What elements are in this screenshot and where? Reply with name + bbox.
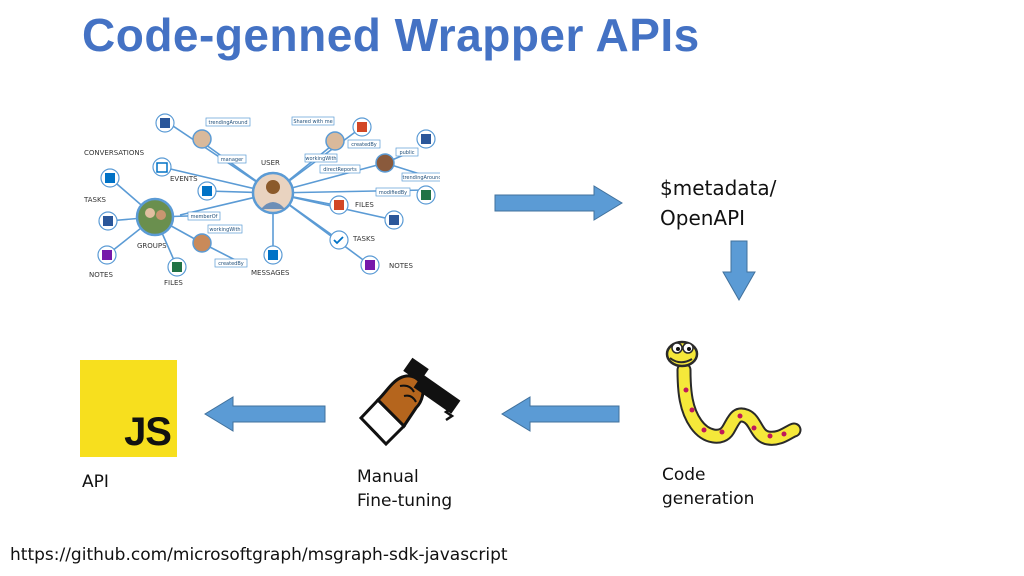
- edge-label-workingwith-2: workingWith: [209, 227, 240, 233]
- api-label: API: [82, 472, 109, 492]
- calendar-icon: [152, 157, 217, 201]
- node-label-user: USER: [261, 159, 280, 167]
- javascript-logo-text: JS: [124, 410, 172, 454]
- node-label-groups: GROUPS: [137, 242, 167, 250]
- codegen-line2: generation: [662, 489, 755, 509]
- javascript-logo: JS: [80, 360, 177, 457]
- powerpoint-icon: [329, 117, 372, 215]
- node-label-events: EVENTS: [170, 175, 198, 183]
- snake-icon: [665, 340, 802, 446]
- node-label-notes-right: NOTES: [389, 262, 413, 270]
- node-label-files-left: FILES: [164, 279, 183, 287]
- arrow-down: [722, 240, 756, 302]
- node-label-messages: MESSAGES: [251, 269, 290, 277]
- arrow-left-codegen: [501, 396, 620, 432]
- node-label-notes-left: NOTES: [89, 271, 113, 279]
- manual-line1: Manual: [357, 467, 419, 487]
- edge-label-trending: trendingAround: [209, 120, 248, 126]
- metadata-label: $metadata/ OpenAPI: [660, 173, 776, 233]
- slide-title: Code-genned Wrapper APIs: [82, 9, 700, 61]
- hammer-hand-icon: [358, 357, 461, 447]
- repo-url: https://github.com/microsoftgraph/msgrap…: [10, 545, 508, 565]
- edge-label-created: createdBy: [351, 142, 376, 148]
- outlook-icon: [100, 168, 283, 265]
- metadata-line1: $metadata/: [660, 176, 777, 200]
- edge-labels: trendingAround manager Shared with me cr…: [187, 116, 441, 268]
- node-label-tasks-left: TASKS: [83, 196, 107, 204]
- edge-label-public: public: [399, 150, 414, 156]
- user-avatar: [251, 171, 295, 215]
- person-avatar: [192, 129, 395, 253]
- onenote-icon: [97, 245, 380, 275]
- edge-label-createdby-bottom: createdBy: [218, 261, 243, 267]
- edge-label-directreports: directReports: [323, 167, 357, 173]
- edge-label-modifiedby: modifiedBy: [379, 190, 407, 196]
- arrow-right: [494, 185, 623, 221]
- manual-line2: Fine-tuning: [357, 491, 453, 511]
- word-icon: [98, 113, 436, 231]
- codegen-line1: Code: [662, 465, 706, 485]
- node-label-files-right: FILES: [355, 201, 374, 209]
- tasks-icon: [329, 230, 349, 250]
- node-label-conversations: CONVERSATIONS: [84, 149, 145, 157]
- graph-diagram: trendingAround manager Shared with me cr…: [83, 113, 441, 287]
- codegen-label: Code generation: [662, 463, 754, 511]
- arrow-left-manual: [204, 396, 326, 432]
- manual-label: Manual Fine-tuning: [357, 465, 452, 513]
- metadata-line2: OpenAPI: [660, 206, 746, 230]
- edge-label-trending-right: trendingAround: [403, 175, 441, 181]
- groups-avatar: [135, 197, 175, 237]
- node-label-tasks-right: TASKS: [352, 235, 376, 243]
- edge-label-memberof: memberOf: [191, 214, 218, 220]
- edge-label-manager: manager: [221, 157, 244, 163]
- edge-label-shared: Shared with me: [293, 119, 332, 125]
- excel-icon: [167, 185, 436, 277]
- edge-label-workingwith: workingWith: [305, 156, 336, 162]
